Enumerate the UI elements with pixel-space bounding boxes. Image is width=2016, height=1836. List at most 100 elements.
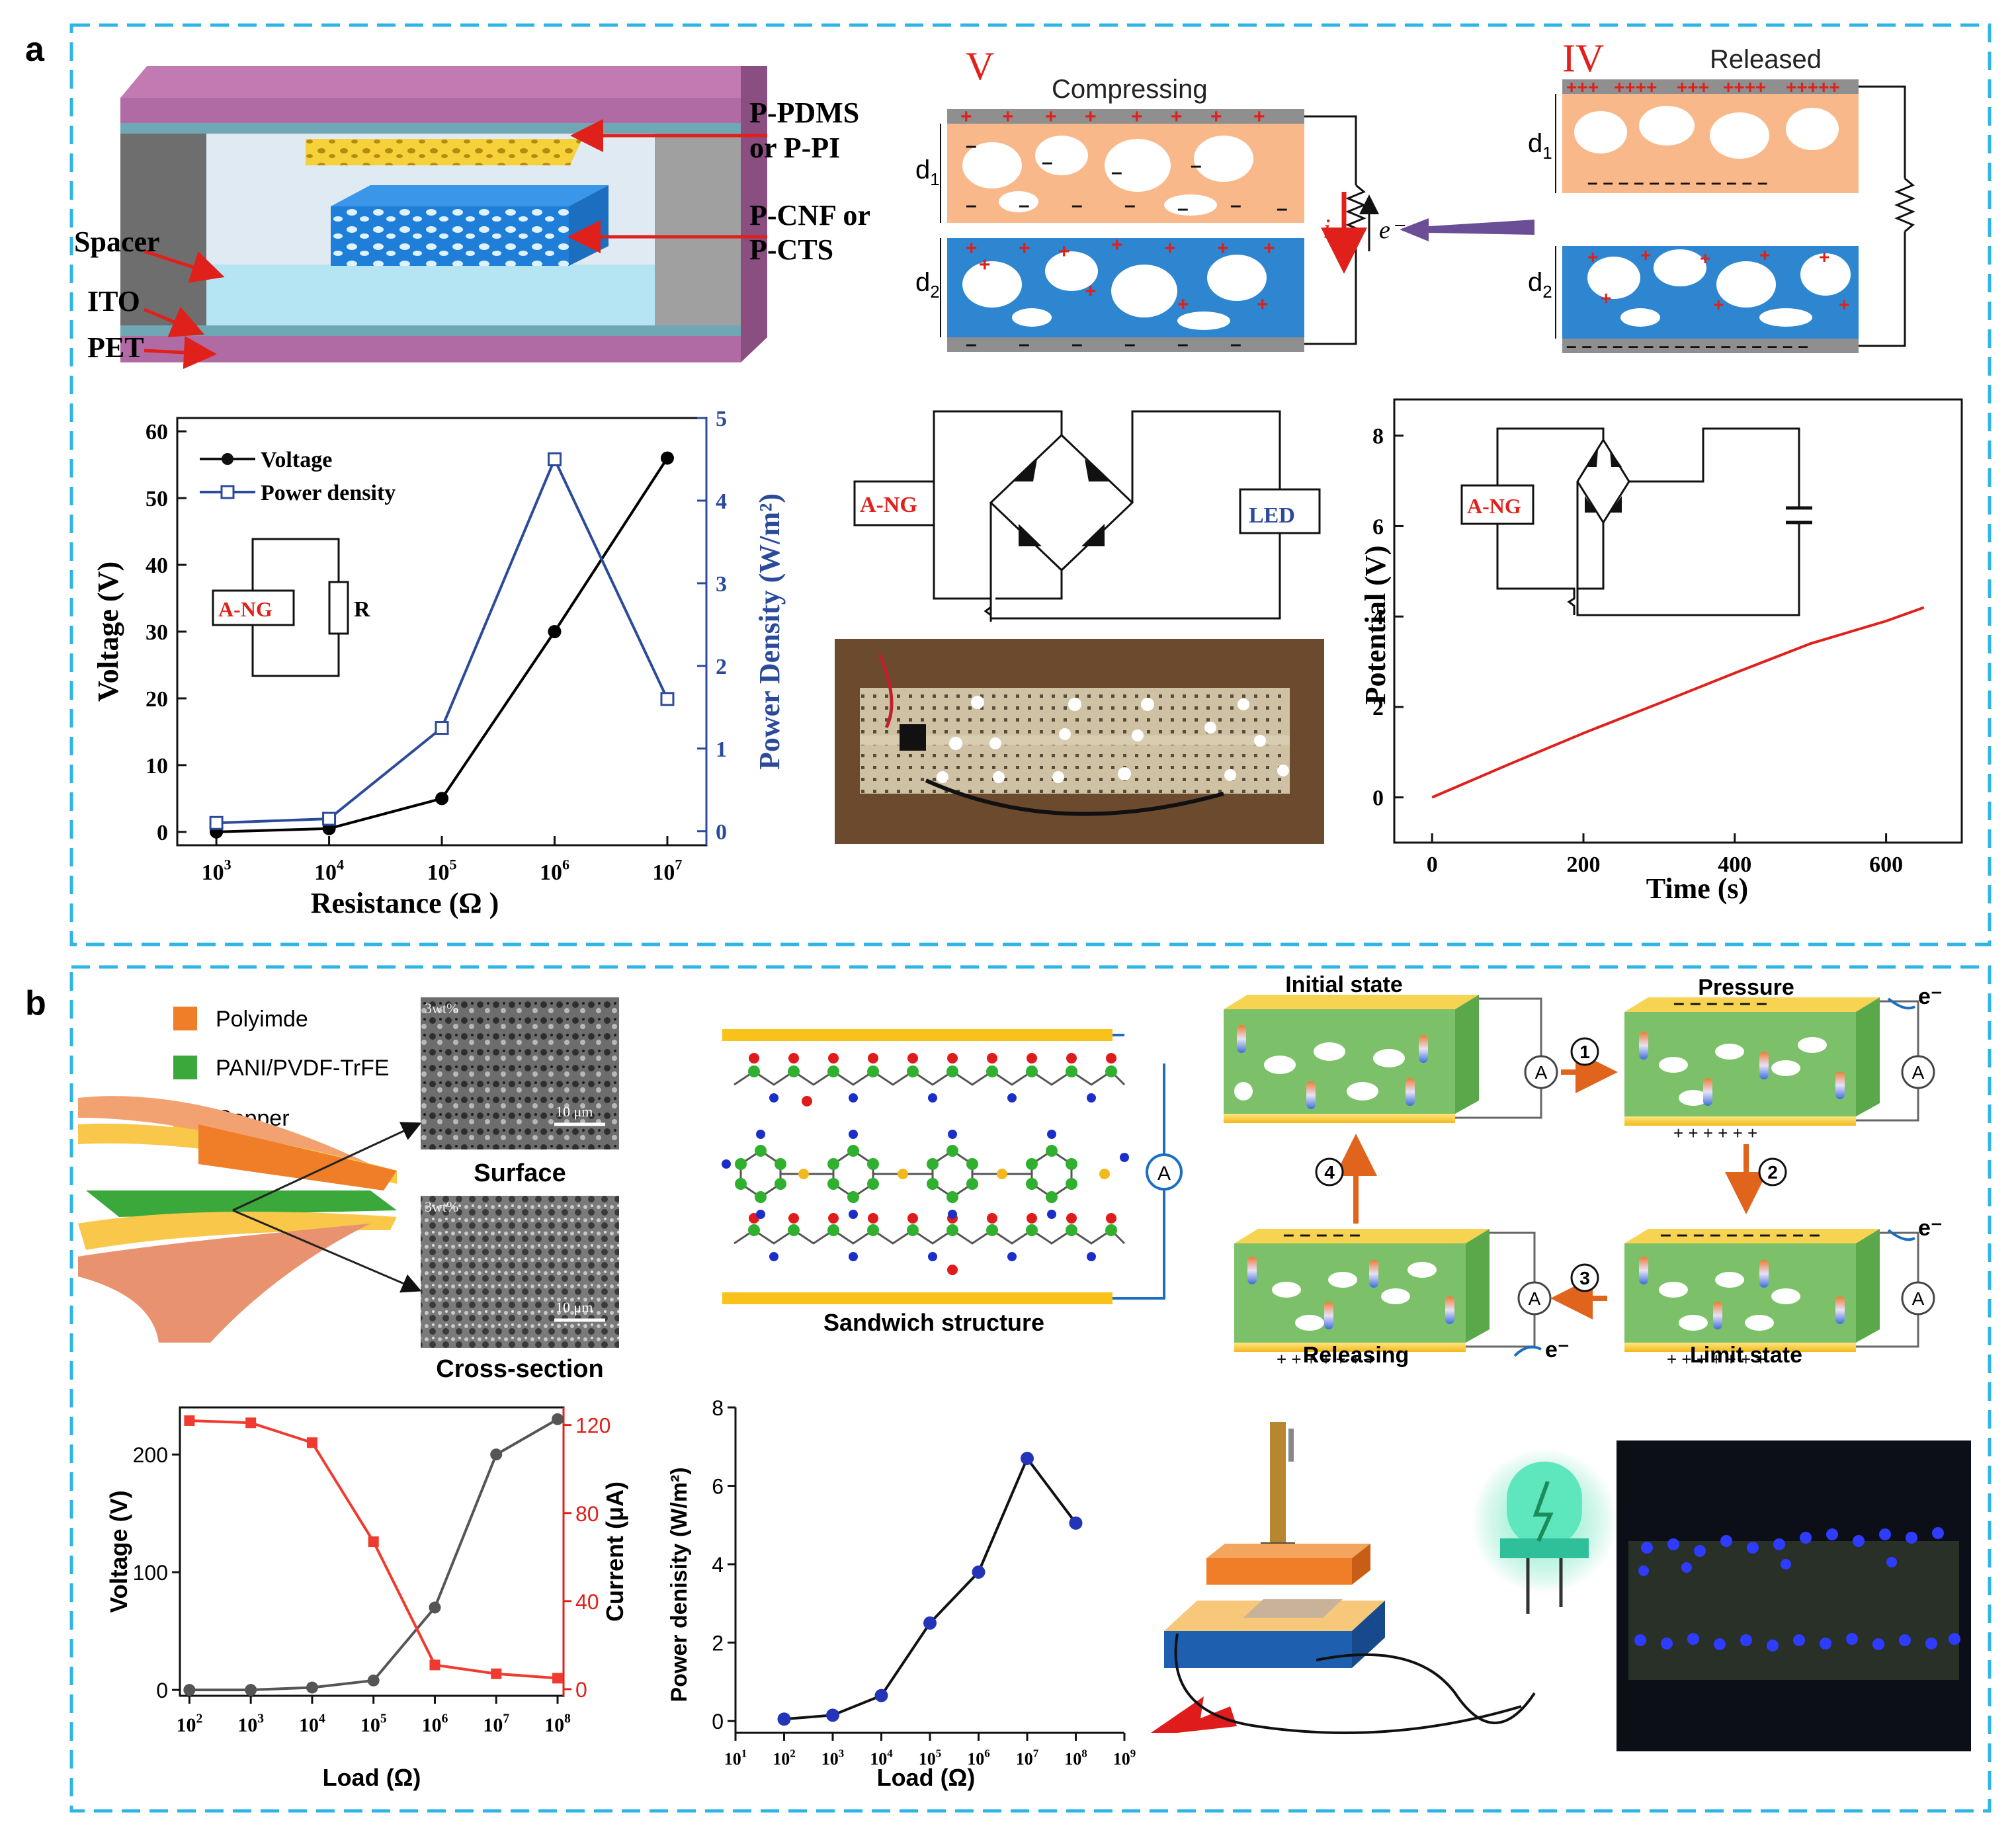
chart-b1-frame <box>179 1406 565 1697</box>
chart-b2-ylabel: Power denisity (W/m²) <box>667 1467 692 1702</box>
svg-text:+: + <box>1263 237 1275 259</box>
load-voltage-point <box>429 1601 441 1614</box>
load-voltage-point <box>367 1674 380 1687</box>
chart-b1-xtick-label: 104 <box>299 1712 325 1737</box>
panel-a-frame <box>69 23 1992 946</box>
svg-text:– – – – –: – – – – – <box>1283 1224 1361 1245</box>
load-voltage-point <box>490 1448 503 1461</box>
chart-a2-ytick-label: 4 <box>1372 605 1384 630</box>
svg-text:+: + <box>1839 294 1849 315</box>
svg-text:+: + <box>1587 247 1598 267</box>
svg-text:–: – <box>1230 194 1241 216</box>
chart-a1-inset-circuit: A-NG R <box>212 538 370 677</box>
chart-b2-xtick-label: 108 <box>1064 1747 1087 1769</box>
electron-releasing-label: e⁻ <box>1545 1337 1570 1362</box>
svg-text:+: + <box>1713 294 1724 315</box>
chart-a2-xtick-label: 200 <box>1567 853 1601 877</box>
chart-b1-xtick-label: 102 <box>176 1712 202 1737</box>
chart-a1-ytick-label: 10 <box>146 754 168 778</box>
sem-caption-cross-section: Cross-section <box>436 1355 603 1383</box>
chart-a1-y2tick-label: 2 <box>716 655 727 679</box>
legend-voltage: Voltage <box>261 448 332 472</box>
chart-a2-ytick-label: 6 <box>1372 515 1384 539</box>
power-density-load-point <box>1021 1452 1034 1466</box>
electron-pressure-label: e⁻ <box>1918 984 1943 1009</box>
svg-text:+: + <box>1131 106 1143 128</box>
svg-text:+: + <box>979 254 991 276</box>
chart-b2-xtick-label: 104 <box>870 1747 893 1769</box>
d1-left: d1 <box>915 155 940 189</box>
svg-text:–: – <box>1019 333 1030 355</box>
svg-text:–: – <box>966 135 977 157</box>
chart-a1-xtick-label: 106 <box>540 856 569 885</box>
chart-a2-inset-source: A-NG <box>1467 494 1521 518</box>
ito-label: ITO <box>87 285 140 317</box>
power-density-load-point <box>777 1712 791 1726</box>
sem-images <box>421 997 619 1348</box>
svg-text:+: + <box>1002 106 1014 128</box>
rectifier-led-circuit <box>853 410 1321 622</box>
chart-b2-xtick-label: 109 <box>1113 1747 1136 1769</box>
chart-a2-inset-circuit <box>1460 427 1812 616</box>
meter-limit-label: A <box>1912 1288 1925 1309</box>
pet-label: PET <box>87 331 144 364</box>
chart-a1-ytick-label: 20 <box>146 687 168 712</box>
state-limit: – – – – – – – – – – + + + + + + + <box>1624 1224 1935 1369</box>
chart-a2-ylabel: Potential (V) <box>1359 546 1392 705</box>
svg-text:+: + <box>1819 247 1829 267</box>
electron-flow-arrows <box>1513 997 1915 1357</box>
svg-text:–: – <box>1124 194 1136 216</box>
svg-text:–: – <box>1191 155 1202 177</box>
chart-a2-ytick-label: 2 <box>1372 696 1384 720</box>
voltage-point <box>548 625 562 638</box>
svg-text:+: + <box>1759 245 1770 265</box>
chart-a1-y2tick-label: 1 <box>716 737 727 762</box>
chart-b1-xtick-label: 105 <box>360 1712 387 1737</box>
svg-text:+: + <box>1257 294 1269 315</box>
layer-label-top-2: or P-PI <box>749 132 840 164</box>
svg-text:–: – <box>1042 151 1053 173</box>
voltage-point <box>435 792 449 806</box>
state-pressure-label: Pressure <box>1698 975 1794 1000</box>
meter-releasing-label: A <box>1529 1288 1541 1309</box>
load-voltage-line <box>189 1418 559 1692</box>
chart-b2-ytick-label: 2 <box>712 1632 724 1655</box>
svg-text:+: + <box>1058 241 1070 263</box>
chart-a1-ytick-label: 30 <box>146 620 168 645</box>
chart-b2-ytick-label: 6 <box>712 1475 724 1499</box>
device-pointer-arrows <box>144 119 767 369</box>
spacer-label: Spacer <box>74 226 160 258</box>
chart-b1-ylabel: Voltage (V) <box>105 1490 132 1612</box>
current-point <box>245 1417 257 1429</box>
inset-source-label: A-NG <box>218 597 273 621</box>
chart-a1-ytick-label: 0 <box>157 821 168 845</box>
chart-b1-y2label: Current (μA) <box>601 1481 628 1622</box>
power-density-point <box>547 452 562 466</box>
svg-text:++++: ++++ <box>1614 77 1657 97</box>
svg-text:+: + <box>1045 106 1057 128</box>
power-density-load-point <box>826 1708 839 1722</box>
svg-text:+: + <box>960 106 972 128</box>
svg-text:–: – <box>1071 194 1083 216</box>
svg-text:+ + + + + +: + + + + + + <box>1673 1123 1757 1143</box>
step-3-label: 3 <box>1579 1268 1590 1288</box>
voltage-point <box>660 451 674 465</box>
chart-b1-ytick-label: 200 <box>133 1443 168 1467</box>
layered-film-illustration <box>78 1096 422 1343</box>
chart-a2-xtick-label: 400 <box>1718 853 1751 877</box>
svg-text:+: + <box>1019 237 1030 259</box>
chart-b1-y2tick-label: 120 <box>575 1414 610 1438</box>
svg-text:–: – <box>966 333 977 355</box>
potential-line <box>1431 606 1925 799</box>
chart-a1-y2tick-label: 4 <box>716 489 727 514</box>
svg-text:+: + <box>1164 237 1176 259</box>
layer-label-top-1: P-PDMS <box>749 97 859 129</box>
chart-b1-xtick-label: 106 <box>422 1712 448 1737</box>
svg-text:– – – – – –: – – – – – – <box>1673 992 1767 1014</box>
svg-text:– – – – – – – – – – – –: – – – – – – – – – – – – <box>1587 172 1767 192</box>
d2-right: d2 <box>1528 268 1552 302</box>
svg-text:–: – <box>1277 198 1288 220</box>
electron-limit-label: e⁻ <box>1918 1216 1943 1241</box>
